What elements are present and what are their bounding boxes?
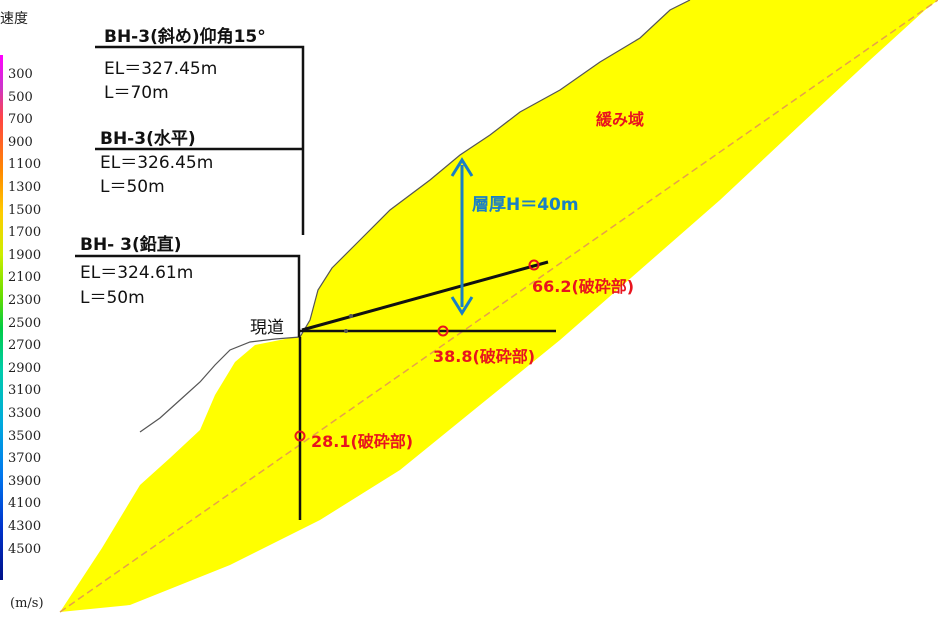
legend-value: 1100 (8, 157, 42, 173)
legend-unit: (m/s) (10, 596, 44, 611)
legend-value: 1900 (8, 247, 42, 263)
bh-inclined-bracket (95, 45, 305, 235)
legend-value: 2900 (8, 360, 42, 376)
legend-value: 4300 (8, 519, 42, 534)
legend-value: 700 (8, 112, 33, 128)
legend-value: 1300 (8, 180, 42, 195)
bh-inclined-length: L＝70m (104, 83, 169, 103)
legend-value: 1500 (8, 202, 42, 218)
legend-value: 900 (8, 134, 33, 150)
bh-vertical-length: L＝50m (80, 288, 145, 308)
bh-horizontal-el: EL＝326.45m (100, 153, 214, 173)
legend-value: 2300 (8, 293, 42, 308)
legend-value: 3100 (8, 383, 42, 399)
fracture-label-28: 28.1(破砕部) (311, 432, 414, 451)
bh-inclined-line (301, 260, 549, 332)
legend-value: 500 (8, 89, 33, 105)
legend-value: 3700 (8, 451, 42, 467)
loose-zone-label: 緩み域 (596, 110, 645, 129)
legend-value: 300 (8, 67, 33, 82)
fracture-point-38 (437, 325, 449, 337)
bh-horizontal-title: BH-3(水平) (100, 129, 196, 149)
legend-value: 2100 (8, 270, 42, 286)
arrow-head-top-icon (450, 157, 474, 177)
bh-marker-dot (349, 314, 353, 318)
fracture-label-38: 38.8(破砕部) (433, 347, 536, 366)
fracture-label-66: 66.2(破砕部) (532, 277, 635, 296)
legend-value: 4100 (8, 496, 42, 512)
bh-marker-dot (344, 329, 348, 333)
bh-inclined-el: EL＝327.45m (104, 59, 218, 79)
legend-title: 速度 (0, 11, 28, 27)
legend-value: 2700 (8, 338, 42, 354)
bh-vertical-el: EL＝324.61m (80, 263, 194, 283)
legend-value: 3300 (8, 406, 42, 421)
legend-value: 3900 (8, 473, 42, 489)
legend-value: 2500 (8, 315, 42, 331)
legend-value: 3500 (8, 428, 42, 444)
loose-zone-base-line (59, 0, 938, 613)
legend-value: 4500 (8, 541, 42, 557)
thickness-label: 層厚H＝40m (472, 195, 579, 215)
legend-color-bar (0, 55, 3, 580)
ground-surface-line (139, 0, 691, 433)
fracture-point-66 (528, 259, 540, 271)
bh-vertical-title: BH- 3(鉛直) (80, 235, 182, 255)
bh-inclined-title: BH-3(斜め)仰角15° (104, 27, 266, 47)
fracture-point-28 (294, 430, 306, 442)
arrow-head-bottom-icon (450, 296, 474, 316)
bh-vertical-bracket (75, 254, 301, 337)
bh-horizontal-length: L＝50m (100, 177, 165, 197)
road-label: 現道 (250, 318, 284, 338)
legend-value: 1700 (8, 225, 42, 241)
